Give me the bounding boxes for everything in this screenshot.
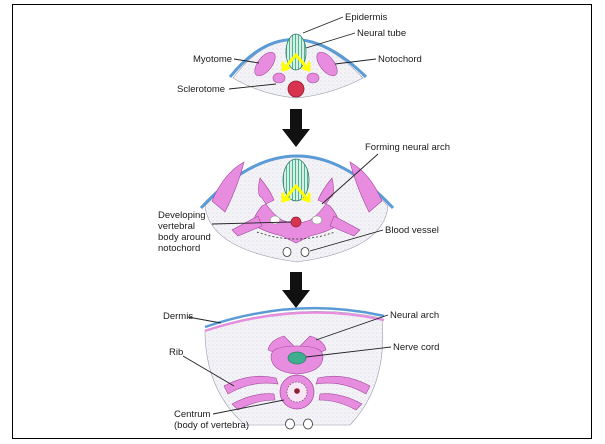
label-blood-vessel: Blood vessel <box>385 225 439 236</box>
stage-3-blood-vessel-left <box>286 419 295 429</box>
stage-1-sclerotome-left <box>273 73 285 83</box>
stage-2-blood-vessel-left <box>283 248 291 257</box>
label-forming-neural-arch: Forming neural arch <box>365 142 450 153</box>
stage-arrow-1 <box>282 109 310 147</box>
stage-2-blood-vessel-right <box>301 248 309 257</box>
label-neural-tube: Neural tube <box>357 28 406 39</box>
label-myotome: Myotome <box>193 54 232 65</box>
label-developing-vertebral-body: Developing vertebral body around notocho… <box>158 210 211 254</box>
label-epidermis: Epidermis <box>345 12 387 23</box>
stage-2-embryo-section <box>201 156 393 263</box>
label-rib: Rib <box>169 347 183 358</box>
label-sclerotome: Sclerotome <box>177 84 225 95</box>
stage-3-notochord-remnant <box>294 388 300 394</box>
svg-text:(body of vertebra): (body of vertebra) <box>174 420 249 431</box>
stage-1-notochord <box>288 81 304 97</box>
stage-arrow-2 <box>282 272 310 308</box>
label-nerve-cord: Nerve cord <box>393 342 439 353</box>
stage-2-space-right <box>312 216 322 224</box>
stage-3-blood-vessel-right <box>304 419 313 429</box>
svg-text:notochord: notochord <box>158 243 200 254</box>
stage-2-notochord <box>291 217 301 227</box>
stage-1-embryo-section <box>230 34 366 98</box>
stage-1-sclerotome-right <box>307 73 319 83</box>
label-neural-arch: Neural arch <box>390 310 439 321</box>
stage-3-embryo-section <box>205 308 384 429</box>
svg-text:Developing: Developing <box>158 210 206 221</box>
svg-text:vertebral: vertebral <box>158 221 195 232</box>
svg-text:body around: body around <box>158 232 211 243</box>
label-notochord: Notochord <box>378 54 422 65</box>
label-dermis: Dermis <box>163 311 193 322</box>
stage-3-nerve-cord <box>288 352 306 364</box>
svg-text:Centrum: Centrum <box>174 409 211 420</box>
